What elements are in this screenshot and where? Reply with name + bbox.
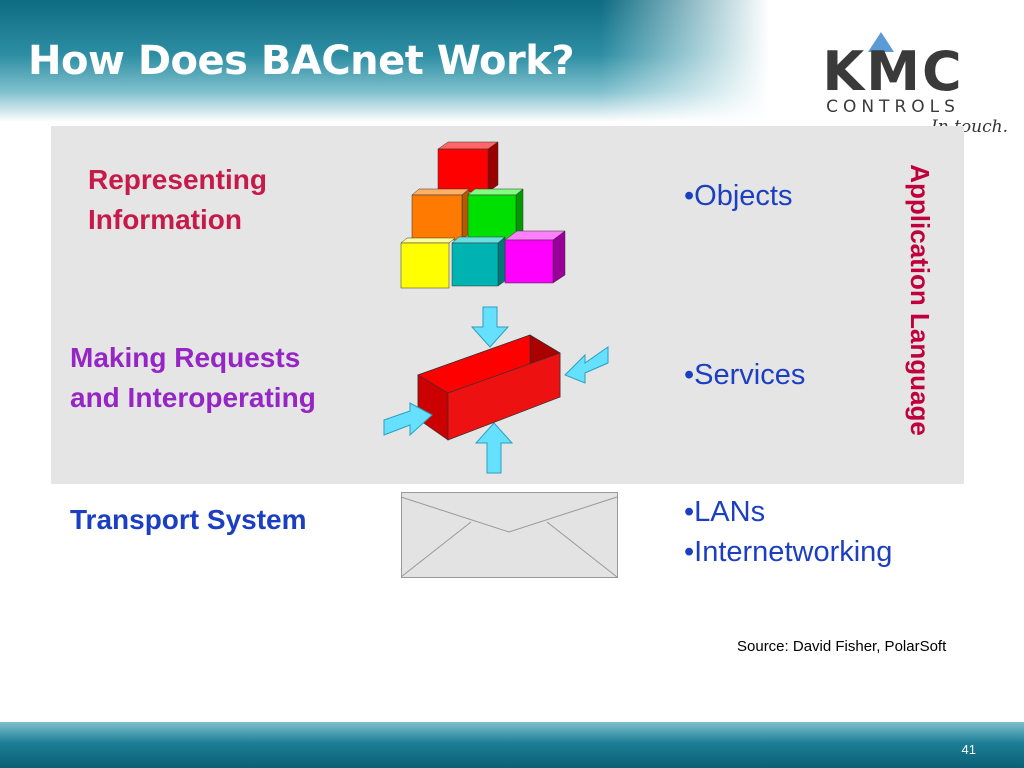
kmc-logo: KMC CONTROLS In touch. (822, 32, 1008, 137)
services-arrows-icon (383, 306, 609, 474)
logo-sub: CONTROLS (826, 97, 960, 117)
objects-cubes-icon (400, 141, 566, 289)
envelope-icon (400, 492, 618, 578)
slide-title: How Does BACnet Work? (28, 38, 575, 84)
bullet-internetworking: •Internetworking (684, 536, 893, 568)
bullet-objects: •Objects (684, 180, 793, 212)
vertical-label-text: Application Language (905, 164, 935, 436)
header-fade (600, 0, 1024, 122)
making-requests-label: Making Requests and Interoperating (70, 342, 316, 413)
slide-footer (0, 722, 1024, 768)
logo-brand: KMC (822, 40, 963, 103)
bullet-lans: •LANs (684, 496, 766, 528)
application-layer-panel (51, 126, 964, 484)
application-language-label: Application Language (905, 164, 935, 436)
source-citation: Source: David Fisher, PolarSoft (737, 638, 947, 655)
bullet-services: •Services (684, 359, 806, 391)
slide-header (0, 0, 1024, 122)
transport-system-label: Transport System (70, 504, 307, 535)
page-number: 41 (961, 742, 976, 757)
representing-information-label: Representing Information (88, 164, 267, 235)
logo-triangle-icon (868, 32, 894, 52)
